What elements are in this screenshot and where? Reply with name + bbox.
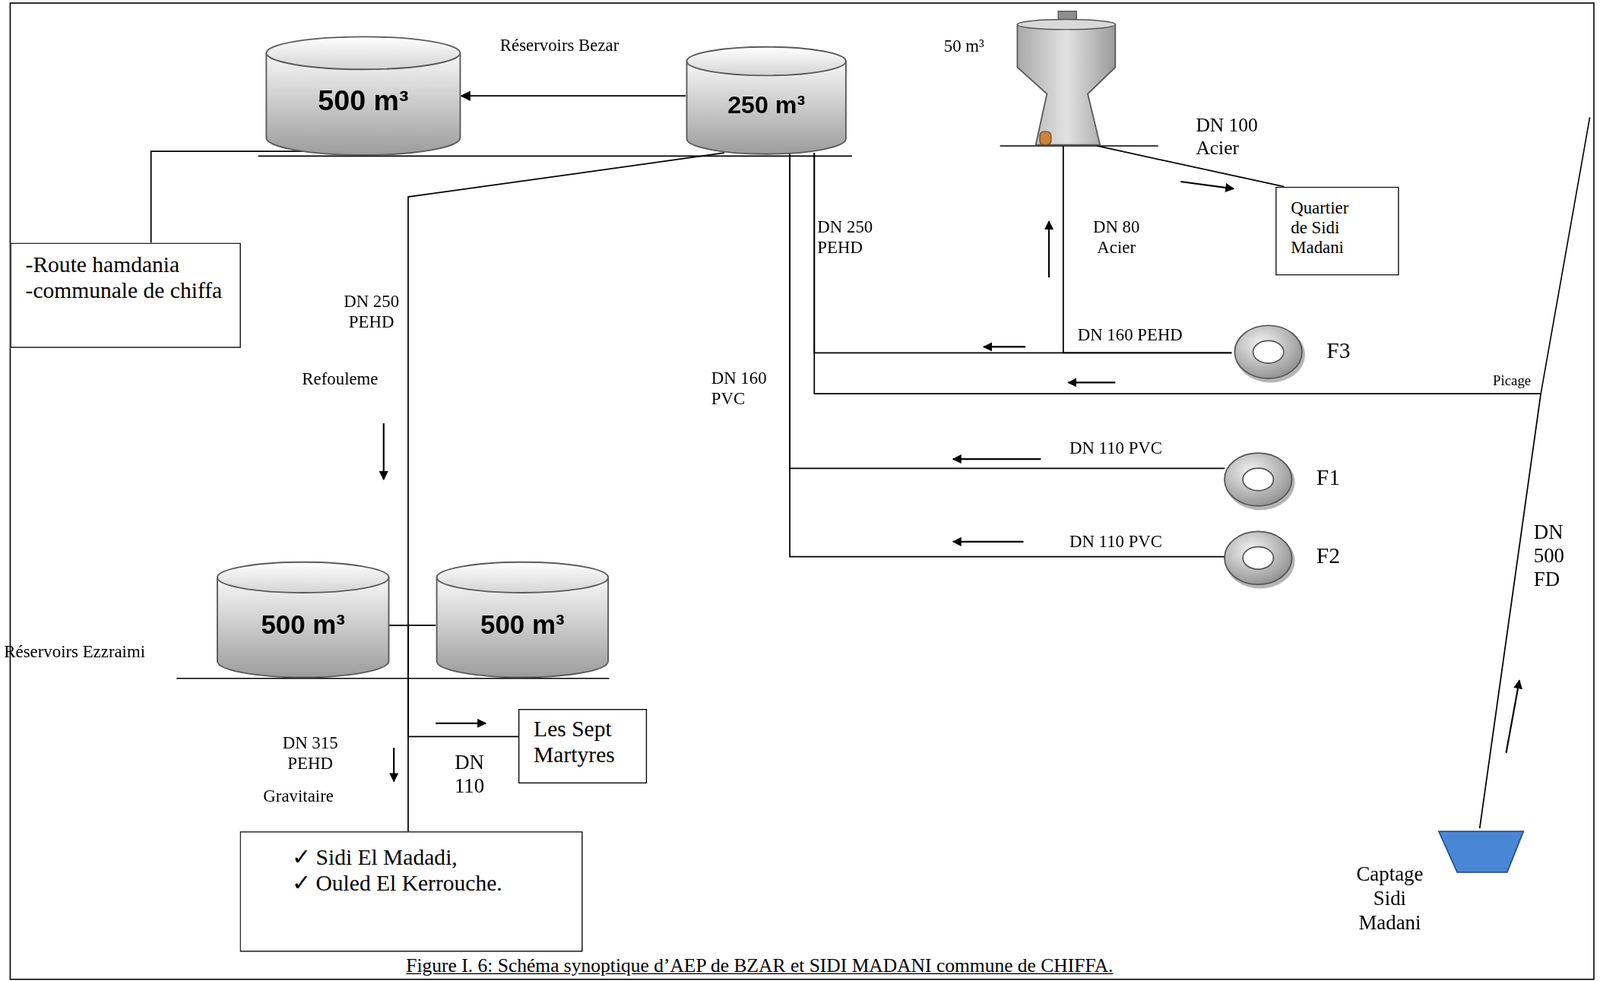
catchment-name: Captage Sidi Madani	[1343, 861, 1436, 935]
well-name: F2	[1316, 542, 1341, 570]
pipe-label: DN 160 PVC	[711, 368, 783, 409]
well-hole	[1242, 547, 1274, 571]
pipe-connector	[814, 152, 1541, 829]
well-ring	[1224, 453, 1293, 507]
reservoir-tank: 500 m³	[435, 560, 609, 679]
reservoir-tank: 500 m³	[265, 35, 462, 156]
tank-volume: 500 m³	[317, 85, 409, 118]
pipe-label: DN 110	[447, 750, 491, 799]
tower-volume: 50 m³	[944, 36, 985, 58]
flow-arrow	[1048, 221, 1050, 278]
well-ring	[1234, 325, 1303, 379]
pipe-label: DN 250 PEHD	[817, 217, 889, 257]
flow-arrow	[383, 423, 385, 480]
tower-door	[1039, 131, 1052, 145]
tank-label: 250 m³	[727, 90, 805, 120]
pipe-label: DN 100 Acier	[1195, 114, 1268, 159]
pipe-label: Gravitaire	[262, 786, 334, 807]
pipe-label: DN 80 Acier	[1084, 217, 1148, 257]
pipe-label: Refouleme	[301, 369, 378, 390]
pipe-connector	[789, 152, 1225, 557]
pipe-line	[1540, 117, 1590, 394]
box-text: ✓ Ouled El Kerrouche.	[291, 871, 572, 897]
catchment-basin	[1438, 831, 1524, 873]
flow-arrow	[435, 722, 486, 725]
pipe-label: DN 110 PVC	[1069, 438, 1163, 459]
ground-line	[176, 678, 609, 680]
pipe-label: DN 110 PVC	[1069, 531, 1163, 552]
flow-arrow	[1180, 181, 1234, 189]
flow-arrow	[1068, 381, 1116, 384]
tank-top	[266, 36, 460, 70]
tower-rim	[1017, 19, 1116, 30]
borehole: F1	[1222, 449, 1340, 511]
box-text: Quartier de Sidi Madani	[1290, 197, 1363, 258]
well-ring	[1224, 531, 1293, 585]
pipe-connector	[389, 152, 725, 626]
box-text: Les Sept Martyres	[533, 716, 638, 768]
well-hole	[1253, 340, 1284, 364]
pipe-connector	[789, 152, 1225, 469]
flow-arrow	[1505, 680, 1519, 753]
pipe-label: DN 500 FD	[1533, 520, 1577, 592]
tank-top	[217, 562, 390, 593]
box-text: -communale de chiffa	[25, 278, 232, 305]
flow-arrow	[953, 541, 1024, 543]
tank-label: 500 m³	[260, 608, 346, 641]
pipe-label: Picage	[1492, 373, 1531, 390]
tower-body	[1017, 24, 1116, 145]
figure-caption: Figure I. 6: Schéma synoptique d’AEP de …	[405, 955, 1113, 978]
borehole: F2	[1222, 527, 1340, 590]
process-box: ✓ Sidi El Madadi,✓ Ouled El Kerrouche.	[239, 831, 583, 952]
pipe-label: DN 160 PEHD	[1077, 325, 1183, 346]
tank-label: 500 m³	[317, 85, 409, 118]
pipe-connector	[151, 151, 305, 243]
frame	[9, 3, 1594, 980]
tank-top	[437, 562, 609, 593]
well-name: F1	[1316, 464, 1341, 492]
process-box: Quartier de Sidi Madani	[1275, 186, 1399, 276]
flow-arrow	[392, 747, 395, 782]
tank-volume: 250 m³	[727, 90, 805, 120]
tank-top	[686, 47, 846, 77]
process-box: Les Sept Martyres	[518, 709, 647, 784]
box-text: -Route hamdania	[25, 252, 232, 279]
pipe-label: Réservoirs Bezar	[500, 35, 620, 56]
pipe-connector	[1063, 145, 1233, 354]
reservoir-tank: 250 m³	[685, 45, 847, 156]
pipe-label: Réservoirs Ezzraimi	[3, 641, 146, 662]
well-name: F3	[1326, 337, 1350, 365]
pipe-connector	[1096, 145, 1284, 187]
well-hole	[1242, 468, 1274, 492]
flow-arrow	[983, 345, 1026, 348]
spring-catchment: Captage Sidi Madani	[1331, 828, 1531, 946]
water-tower: 50 m³	[933, 9, 1122, 146]
pipe-label: DN 250 PEHD	[334, 291, 409, 332]
box-text: ✓ Sidi El Madadi,	[291, 845, 572, 872]
pipe-connector	[814, 152, 1232, 353]
flow-arrow	[953, 458, 1041, 460]
shape-outline	[933, 9, 1122, 146]
tank-volume: 500 m³	[480, 608, 565, 641]
ground-line	[258, 155, 853, 158]
tank-label: 500 m³	[480, 608, 565, 641]
process-box: -Route hamdania-communale de chiffa	[9, 243, 241, 349]
pipe-connector	[389, 625, 409, 832]
pipe-label: DN 315 PEHD	[273, 733, 348, 774]
reservoir-tank: 500 m³	[216, 560, 390, 679]
borehole: F3	[1231, 322, 1349, 384]
pipe-connector	[461, 95, 686, 97]
tank-volume: 500 m³	[260, 608, 346, 641]
